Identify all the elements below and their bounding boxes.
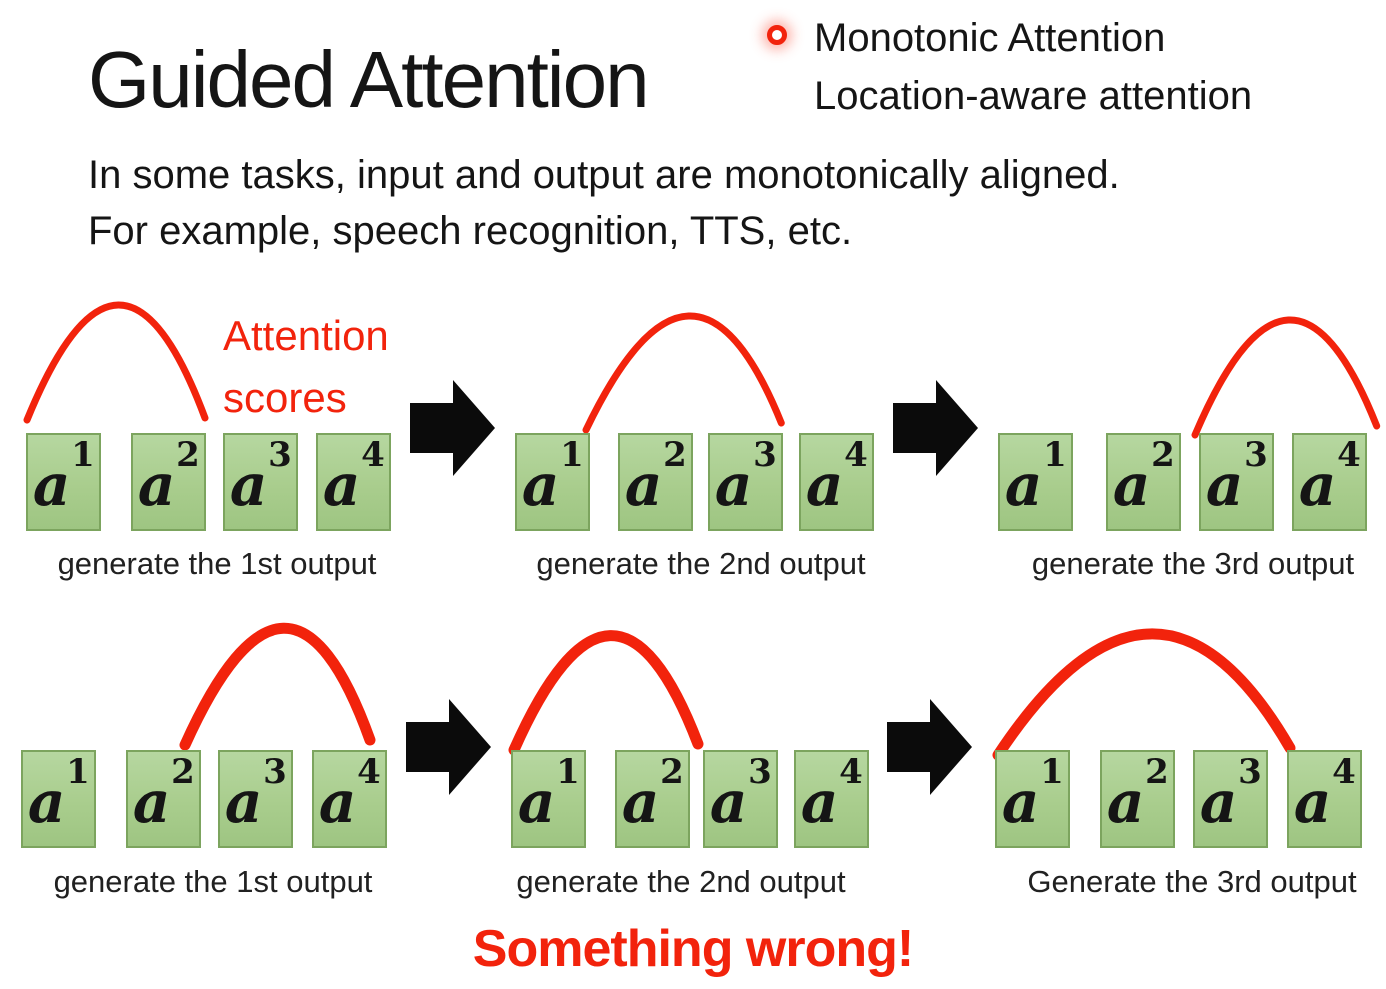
token-box-r2g2-a4: a4	[794, 750, 869, 848]
token-label: a3	[1199, 751, 1262, 836]
page-title: Guided Attention	[88, 35, 650, 124]
token-box-r1g3-a3: a3	[1199, 433, 1274, 531]
token-box-r2g3-a2: a2	[1100, 750, 1175, 848]
token-box-r1g2-a3: a3	[708, 433, 783, 531]
caption-r1-step1: generate the 1st output	[57, 546, 377, 581]
token-box-r2g1-a1: a1	[21, 750, 96, 848]
attention-arc-row1-step2	[582, 312, 785, 434]
attention-scores-label: Attention scores	[223, 312, 389, 421]
token-label: a1	[521, 434, 584, 519]
token-box-r1g1-a4: a4	[316, 433, 391, 531]
bullet-ring-icon	[767, 25, 787, 45]
token-label: a1	[27, 751, 90, 836]
token-label: a4	[805, 434, 868, 519]
bullet-item-location-aware: Location-aware attention	[814, 74, 1253, 118]
caption-r2-step3: Generate the 3rd output	[1027, 864, 1357, 899]
token-label: a2	[137, 434, 200, 519]
token-label: a3	[224, 751, 287, 836]
token-box-r2g2-a3: a3	[703, 750, 778, 848]
right-arrow-icon-row1-b	[893, 380, 978, 476]
token-label: a2	[132, 751, 195, 836]
token-label: a1	[32, 434, 95, 519]
intro-text: In some tasks, input and output are mono…	[88, 147, 1120, 259]
token-label: a3	[709, 751, 772, 836]
right-arrow-icon-row2-b	[887, 699, 972, 795]
token-label: a1	[1001, 751, 1064, 836]
token-box-r2g3-a1: a1	[995, 750, 1070, 848]
token-box-r2g2-a2: a2	[615, 750, 690, 848]
token-label: a2	[621, 751, 684, 836]
caption-r2-step2: generate the 2nd output	[516, 864, 846, 899]
token-label: a2	[1112, 434, 1175, 519]
token-box-r1g1-a1: a1	[26, 433, 101, 531]
token-label: a1	[517, 751, 580, 836]
token-label: a3	[1205, 434, 1268, 519]
token-label: a4	[1293, 751, 1356, 836]
token-box-r1g1-a3: a3	[223, 433, 298, 531]
token-box-r2g1-a2: a2	[126, 750, 201, 848]
intro-line-1: In some tasks, input and output are mono…	[88, 153, 1120, 197]
token-label: a4	[318, 751, 381, 836]
token-label: a4	[800, 751, 863, 836]
token-box-r2g2-a1: a1	[511, 750, 586, 848]
token-label: a4	[1298, 434, 1361, 519]
token-box-r2g1-a3: a3	[218, 750, 293, 848]
token-box-r1g2-a1: a1	[515, 433, 590, 531]
attention-arc-row1-step1	[23, 301, 209, 424]
token-box-r1g1-a2: a2	[131, 433, 206, 531]
attention-arc-row2-step1	[179, 622, 376, 751]
caption-r2-step1: generate the 1st output	[53, 864, 373, 899]
token-box-r1g2-a2: a2	[618, 433, 693, 531]
right-arrow-icon-row1-a	[410, 380, 495, 476]
token-box-r1g3-a4: a4	[1292, 433, 1367, 531]
token-box-r1g3-a1: a1	[998, 433, 1073, 531]
token-label: a3	[714, 434, 777, 519]
token-label: a2	[1106, 751, 1169, 836]
attention-arc-row2-step2	[508, 630, 704, 756]
token-box-r1g2-a4: a4	[799, 433, 874, 531]
caption-r1-step3: generate the 3rd output	[1031, 546, 1355, 581]
token-box-r1g3-a2: a2	[1106, 433, 1181, 531]
bullet-list: Monotonic Attention Location-aware atten…	[814, 9, 1252, 125]
attention-arc-row1-step3	[1191, 316, 1381, 439]
intro-line-2: For example, speech recognition, TTS, et…	[88, 209, 853, 253]
right-arrow-icon-row2-a	[406, 699, 491, 795]
token-box-r2g1-a4: a4	[312, 750, 387, 848]
token-label: a2	[624, 434, 687, 519]
caption-r1-step2: generate the 2nd output	[536, 546, 866, 581]
bullet-item-monotonic: Monotonic Attention	[814, 16, 1166, 60]
token-label: a3	[229, 434, 292, 519]
token-box-r2g3-a4: a4	[1287, 750, 1362, 848]
something-wrong-text: Something wrong!	[472, 920, 914, 978]
token-box-r2g3-a3: a3	[1193, 750, 1268, 848]
token-label: a4	[322, 434, 385, 519]
token-label: a1	[1004, 434, 1067, 519]
attention-arc-row2-step3	[992, 628, 1296, 761]
